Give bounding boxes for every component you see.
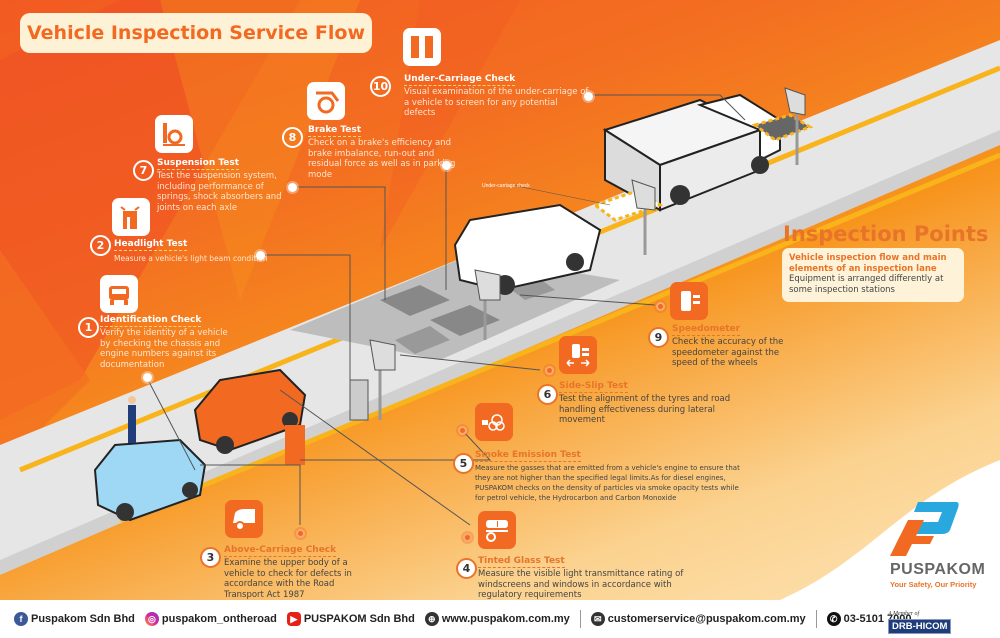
inspection-lane-illustration (0, 40, 1000, 575)
youtube-label: PUSPAKOM Sdn Bhd (303, 613, 415, 625)
step-description: Examine the upper body of a vehicle to c… (224, 558, 352, 600)
facebook-link[interactable]: f Puspakom Sdn Bhd (14, 612, 135, 626)
callout-marker (458, 426, 467, 435)
step-number: 5 (453, 453, 474, 474)
callout-marker (143, 373, 152, 382)
step-description: Check the accuracy of the speedometer ag… (672, 337, 784, 368)
instagram-link[interactable]: ◎ puspakom_ontheroad (144, 612, 277, 626)
undercarriage-icon (403, 28, 441, 66)
facebook-icon: f (14, 612, 28, 626)
callout-marker (656, 302, 665, 311)
step-description: Visual examination of the under-carriage… (404, 87, 589, 118)
brand-tagline: Your Safety, Our Priority (890, 580, 977, 589)
step-title: Side-Slip Test (559, 381, 628, 393)
divider (815, 610, 817, 628)
car-front-icon (100, 275, 138, 313)
page-title-banner: Vehicle Inspection Service Flow (20, 13, 372, 53)
page-title: Vehicle Inspection Service Flow (26, 22, 365, 44)
step-title: Headlight Test (114, 239, 188, 251)
step-description: Test the alignment of the tyres and road… (559, 394, 731, 425)
headlight-tester-icon (112, 198, 150, 236)
step-description: Test the suspension system, including pe… (157, 171, 282, 213)
step-description: Verify the identity of a vehicle by chec… (100, 328, 228, 370)
undercarriage-callout-label: Under-carriage check (482, 183, 530, 189)
step-number: 7 (133, 160, 154, 181)
youtube-link[interactable]: ▶ PUSPAKOM Sdn Bhd (286, 612, 415, 626)
step-number: 9 (648, 327, 669, 348)
step-title: Tinted Glass Test (478, 556, 565, 568)
instagram-icon: ◎ (144, 612, 159, 626)
puspakom-logo: PUSPAKOM Your Safety, Our Priority (880, 496, 1000, 589)
callout-marker (256, 251, 265, 260)
step-title: Suspension Test (157, 158, 240, 170)
step-number: 4 (456, 558, 477, 579)
van-side-icon (225, 500, 263, 538)
step-description: Measure a vehicle's light beam condition (114, 254, 268, 263)
phone-icon: ✆ (826, 612, 841, 626)
email-label: customerservice@puspakom.com.my (607, 613, 806, 625)
footer-contact-bar: f Puspakom Sdn Bhd ◎ puspakom_ontheroad … (0, 600, 1000, 638)
inspection-points-heading: Vehicle inspection flow and main element… (789, 253, 947, 274)
globe-icon: ⊕ (424, 612, 439, 626)
inspection-points-box: Vehicle inspection flow and main element… (782, 248, 964, 302)
callout-marker (463, 533, 472, 542)
parent-company-logo: DRB-HICOM (888, 619, 952, 634)
divider (579, 610, 581, 628)
website-link[interactable]: ⊕ www.puspakom.com.my (424, 612, 570, 626)
step-description: Measure the visible light transmittance … (478, 569, 684, 600)
callout-marker (296, 529, 305, 538)
callout-marker (442, 161, 451, 170)
instagram-label: puspakom_ontheroad (161, 613, 277, 625)
brake-wheel-icon (307, 82, 345, 120)
puspakom-p-icon (890, 502, 959, 556)
email-link[interactable]: ✉ customerservice@puspakom.com.my (590, 612, 806, 626)
step-title: Under-Carriage Check (404, 74, 516, 86)
member-of-label: A Member of (888, 611, 920, 617)
background-shapes (0, 0, 520, 470)
inspection-points-title: Inspection Points (783, 222, 989, 246)
step-title: Above-Carriage Check (224, 545, 337, 557)
infographic-canvas: Under-carriage check Vehicle Inspection … (0, 0, 1000, 600)
tinted-window-icon (478, 511, 516, 549)
step-title: Smoke Emission Test (475, 450, 581, 462)
youtube-icon: ▶ (286, 612, 301, 626)
suspension-icon (155, 115, 193, 153)
inspection-points-description: Equipment is arranged differently at som… (789, 274, 944, 295)
side-slip-icon (559, 336, 597, 374)
step-number: 3 (200, 547, 221, 568)
speedometer-icon (670, 282, 708, 320)
step-number: 2 (90, 235, 111, 256)
step-number: 10 (370, 76, 391, 97)
drb-hicom-badge: A Member of DRB-HICOM (888, 611, 952, 634)
exhaust-smoke-icon (475, 403, 513, 441)
step-description: Check on a brake's efficiency and brake … (308, 138, 456, 180)
step-title: Brake Test (308, 125, 362, 137)
step-number: 1 (78, 317, 99, 338)
email-icon: ✉ (590, 612, 605, 626)
step-title: Speedometer (672, 324, 741, 336)
step-number: 8 (282, 127, 303, 148)
step-title: Identification Check (100, 315, 202, 327)
callout-marker (545, 366, 554, 375)
facebook-label: Puspakom Sdn Bhd (31, 613, 135, 625)
callout-marker (288, 183, 297, 192)
website-label: www.puspakom.com.my (441, 613, 570, 625)
callout-marker (584, 92, 593, 101)
step-number: 6 (537, 384, 558, 405)
brand-name: PUSPAKOM (890, 561, 986, 578)
step-description: Measure the gasses that are emitted from… (475, 464, 740, 502)
